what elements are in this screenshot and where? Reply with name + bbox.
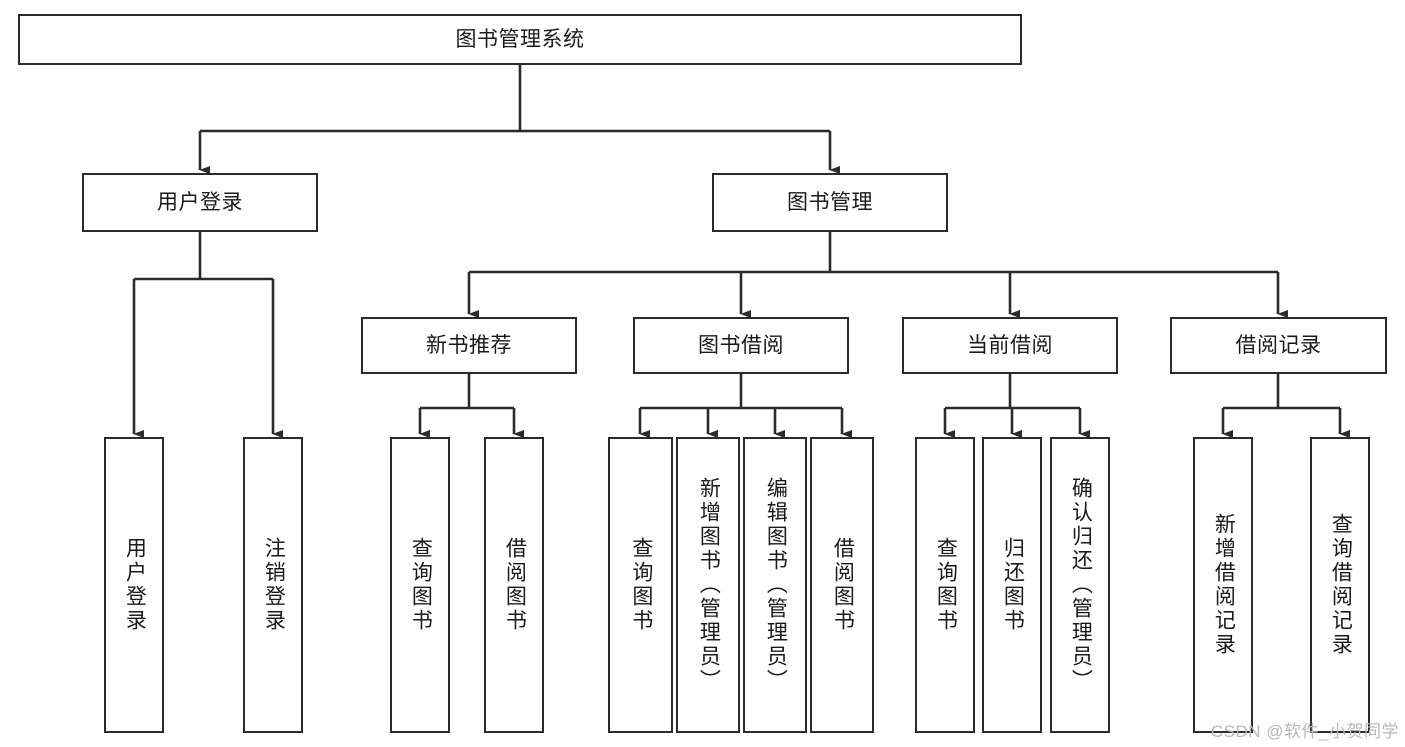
- node-leaf-return-book[interactable]: 归还图书: [982, 437, 1042, 733]
- node-leaf-add-borrow-record-label: 新增借阅记录: [1212, 513, 1236, 657]
- node-book-borrow[interactable]: 图书借阅: [633, 317, 849, 374]
- watermark: CSDN @软件_小贺同学: [1210, 722, 1399, 741]
- node-book-borrow-label: 图书借阅: [698, 333, 784, 357]
- node-leaf-edit-book-admin[interactable]: 编辑图书（管理员）: [743, 437, 807, 733]
- node-leaf-add-book-admin-label: 新增图书（管理员）: [697, 477, 721, 693]
- node-leaf-user-login-label: 用户登录: [123, 537, 147, 633]
- node-leaf-query-book-recommend[interactable]: 查询图书: [390, 437, 450, 733]
- node-leaf-borrow-book[interactable]: 借阅图书: [810, 437, 874, 733]
- node-leaf-query-borrow-record[interactable]: 查询借阅记录: [1310, 437, 1370, 733]
- node-borrow-record[interactable]: 借阅记录: [1170, 317, 1387, 374]
- node-leaf-add-book-admin[interactable]: 新增图书（管理员）: [676, 437, 740, 733]
- node-book-management-label: 图书管理: [787, 190, 873, 214]
- node-borrow-record-label: 借阅记录: [1235, 333, 1322, 357]
- node-leaf-query-borrow-record-label: 查询借阅记录: [1329, 513, 1353, 657]
- node-leaf-return-book-label: 归还图书: [1001, 537, 1025, 633]
- node-leaf-query-book-current-label: 查询图书: [934, 537, 958, 633]
- node-leaf-query-book-borrow[interactable]: 查询图书: [608, 437, 673, 733]
- node-book-management[interactable]: 图书管理: [712, 173, 948, 232]
- node-leaf-edit-book-admin-label: 编辑图书（管理员）: [764, 477, 788, 693]
- node-leaf-borrow-book-recommend-label: 借阅图书: [503, 537, 527, 633]
- node-root[interactable]: 图书管理系统: [18, 14, 1022, 65]
- node-leaf-query-book-recommend-label: 查询图书: [409, 537, 433, 633]
- node-new-book-recommend[interactable]: 新书推荐: [361, 317, 577, 374]
- node-leaf-query-book-borrow-label: 查询图书: [629, 537, 653, 633]
- node-user-login[interactable]: 用户登录: [82, 173, 318, 232]
- node-new-book-recommend-label: 新书推荐: [426, 333, 512, 357]
- node-leaf-logout-login[interactable]: 注销登录: [243, 437, 303, 733]
- node-leaf-add-borrow-record[interactable]: 新增借阅记录: [1193, 437, 1253, 733]
- node-leaf-user-login[interactable]: 用户登录: [104, 437, 164, 733]
- node-current-borrow-label: 当前借阅: [967, 333, 1053, 357]
- node-current-borrow[interactable]: 当前借阅: [902, 317, 1118, 374]
- node-user-login-label: 用户登录: [157, 190, 243, 214]
- node-leaf-borrow-book-label: 借阅图书: [831, 537, 855, 633]
- node-leaf-query-book-current[interactable]: 查询图书: [915, 437, 975, 733]
- node-leaf-confirm-return-admin[interactable]: 确认归还（管理员）: [1050, 437, 1110, 733]
- node-leaf-borrow-book-recommend[interactable]: 借阅图书: [484, 437, 544, 733]
- node-leaf-confirm-return-admin-label: 确认归还（管理员）: [1069, 477, 1093, 693]
- node-leaf-logout-login-label: 注销登录: [262, 537, 286, 633]
- node-root-label: 图书管理系统: [455, 27, 585, 51]
